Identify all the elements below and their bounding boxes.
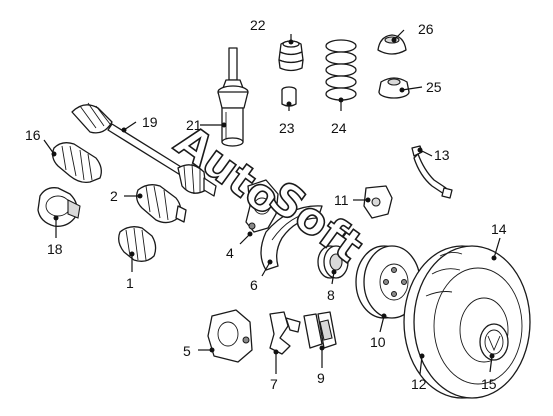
callout-24: 24 (331, 120, 347, 136)
cv-boot-small (118, 226, 157, 262)
caliper-bracket (363, 185, 393, 219)
callout-13: 13 (434, 147, 450, 163)
callout-4: 4 (226, 245, 234, 261)
strut-mount (377, 34, 407, 55)
callout-6: 6 (250, 277, 258, 293)
callout-1: 1 (126, 275, 134, 291)
callout-26: 26 (418, 21, 434, 37)
steering-knuckle (245, 179, 279, 233)
callout-11: 11 (334, 192, 349, 208)
drive-shaft (71, 102, 217, 197)
cv-joint (136, 184, 187, 224)
callout-12: 12 (411, 376, 427, 392)
callout-7: 7 (270, 376, 278, 392)
callout-2: 2 (110, 188, 118, 204)
cv-joint-inner (37, 187, 81, 227)
spring-seat (378, 77, 410, 99)
splash-shield (260, 205, 323, 271)
brake-caliper (207, 309, 253, 363)
brake-hose (411, 145, 453, 199)
coil-spring (325, 39, 357, 101)
leader-dots (51, 37, 497, 359)
callout-23: 23 (279, 120, 295, 136)
small-bushing (281, 86, 297, 107)
callout-25: 25 (426, 79, 442, 95)
wheel-hub (317, 245, 349, 279)
callout-19: 19 (142, 114, 158, 130)
callout-22: 22 (250, 17, 266, 33)
callout-10: 10 (370, 334, 386, 350)
wheel-cap (479, 323, 509, 361)
bump-stop (278, 40, 304, 72)
callout-14: 14 (491, 221, 507, 237)
brake-pads (303, 311, 337, 349)
callout-21: 21 (186, 117, 202, 133)
callout-15: 15 (481, 376, 497, 392)
callout-5: 5 (183, 343, 191, 359)
shock-absorber-strut (217, 47, 249, 147)
callout-18: 18 (47, 241, 63, 257)
callout-8: 8 (327, 287, 335, 303)
callout-9: 9 (317, 370, 325, 386)
callout-16: 16 (25, 127, 41, 143)
pad-retainer-bracket (269, 311, 301, 355)
callout-labels: 1 2 4 5 6 7 8 9 10 11 12 13 14 15 16 18 … (25, 17, 507, 392)
cv-boot-outer (52, 142, 102, 184)
